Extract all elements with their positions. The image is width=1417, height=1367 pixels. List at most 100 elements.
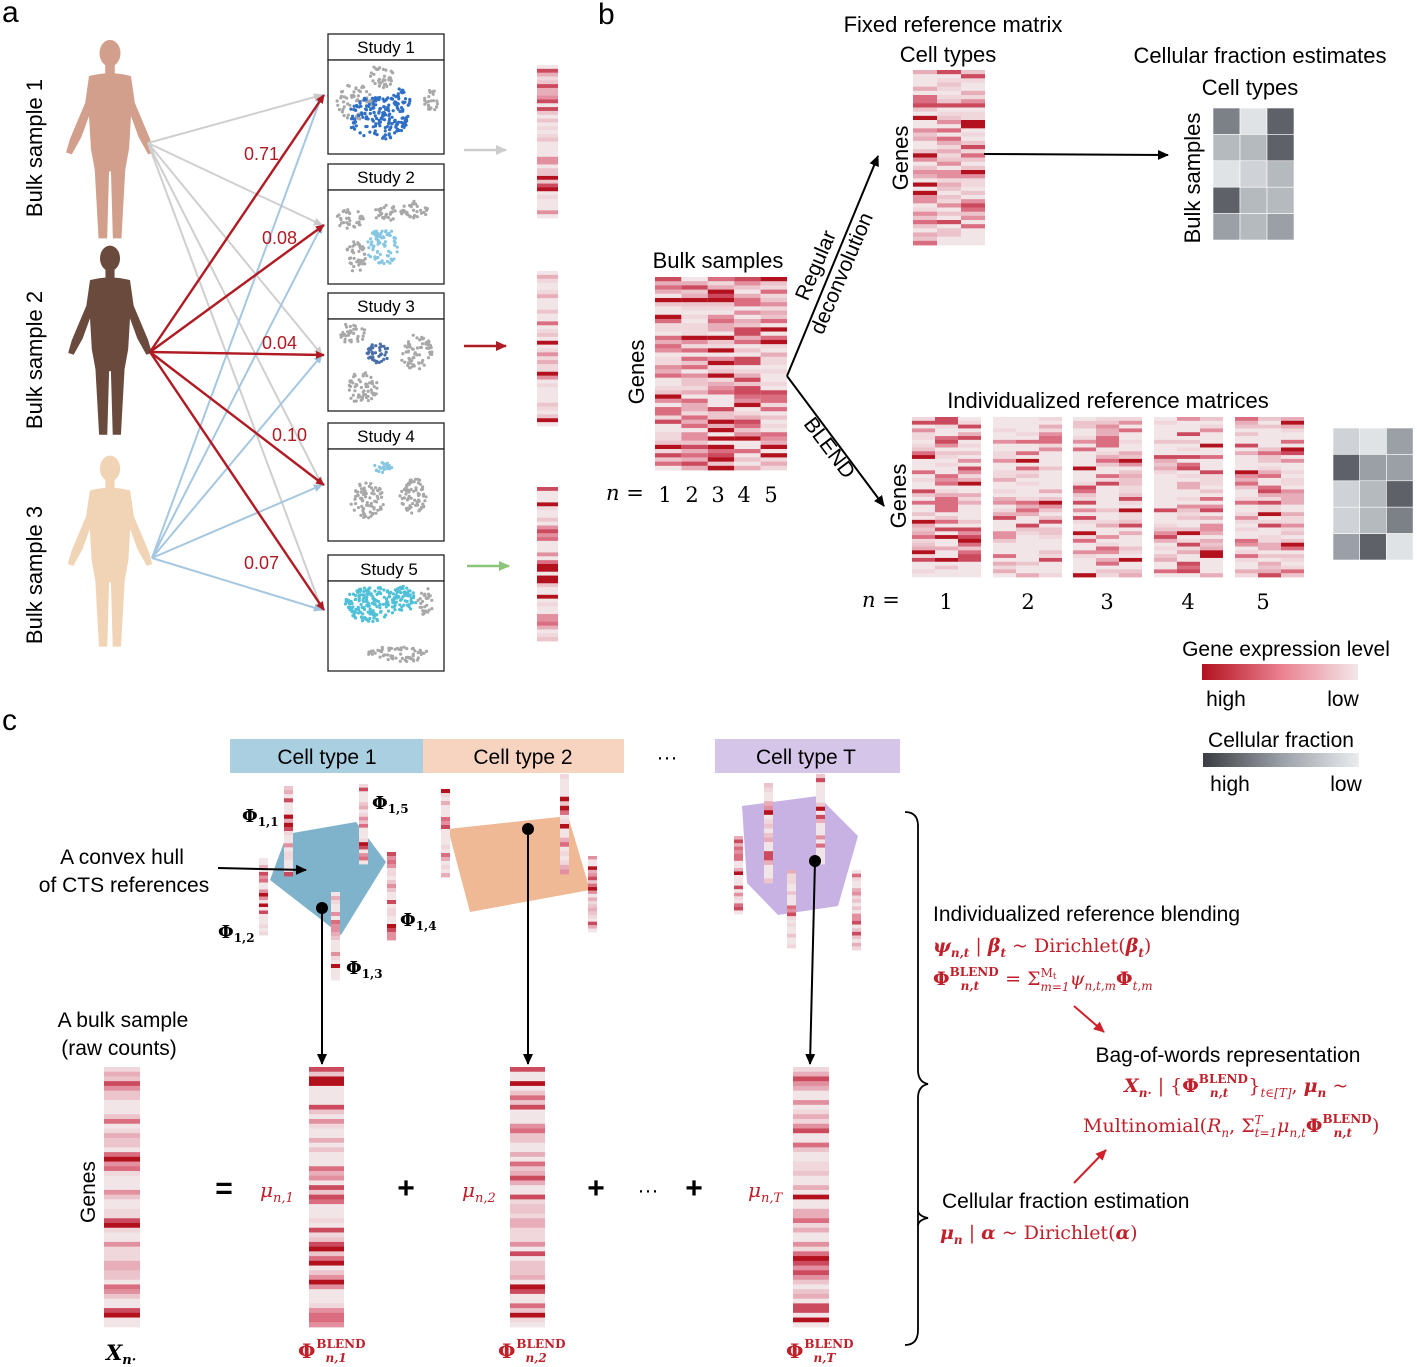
plus-sign-2: + <box>587 1172 605 1205</box>
phi-blend-T-bar-cell <box>793 1208 829 1214</box>
reference-bar-10-cell <box>764 801 773 807</box>
reference-bar-5-cell <box>331 928 340 933</box>
individualized-matrix-2-col-cell <box>993 535 1016 540</box>
person-icon-1 <box>66 39 154 239</box>
study-5-point <box>382 653 387 657</box>
bulk-matrix-col-cell <box>760 461 787 467</box>
individualized-matrix-4-col-cell <box>1177 497 1200 502</box>
phi-blend-T-bar-cell <box>793 1298 829 1304</box>
fixed-matrix-col-cell <box>937 124 961 129</box>
study-5-point <box>393 608 397 612</box>
reference-bar-3-cell <box>259 900 268 904</box>
individualized-matrix-1-col-cell <box>912 565 935 570</box>
fixed-matrix-col-cell <box>961 149 985 154</box>
fixed-matrix-col-cell <box>937 111 961 117</box>
phi-blend-T-bar-cell <box>793 1067 829 1073</box>
reference-bar-11-cell <box>787 930 796 935</box>
study-3-point <box>420 335 424 339</box>
study-3-point <box>352 372 356 376</box>
study-4-point <box>378 466 383 470</box>
header-ellipsis: ··· <box>657 746 678 769</box>
individualized-matrix-1-col-cell <box>912 458 935 464</box>
output-profile-3-cell <box>537 583 558 588</box>
bulk-matrix-col-cell <box>734 377 761 383</box>
study-3-point <box>367 350 371 354</box>
fixed-matrix-col-cell <box>937 99 961 104</box>
individualized-matrix-1-col-cell <box>935 443 958 448</box>
reference-bar-1-cell <box>284 871 293 877</box>
phi-blend-2-bar-cell <box>510 1312 545 1318</box>
phi-blend-1-bar-cell <box>309 1128 344 1134</box>
legend-fraction-high: high <box>1210 773 1250 796</box>
bulk-matrix-col-cell <box>655 297 682 303</box>
individualized-matrix-2-col-cell <box>993 481 1016 486</box>
study-5-point <box>367 590 371 594</box>
individualized-matrix-4-col-cell <box>1177 417 1200 422</box>
individualized-matrix-4-col-cell <box>1200 497 1223 502</box>
reference-bar-7-cell <box>560 860 569 866</box>
fraction-grid-2-cell <box>1332 533 1361 561</box>
output-profile-1-cell <box>537 99 558 104</box>
fixed-matrix-col-cell <box>937 78 961 83</box>
fixed-matrix-col-cell <box>961 215 985 221</box>
bulk-matrix-col-cell <box>734 402 761 408</box>
output-profile-2-cell <box>537 309 558 315</box>
study-1-point <box>372 131 377 135</box>
fixed-matrix-col-cell <box>937 145 961 150</box>
output-profile-1-cell <box>537 137 558 142</box>
fixed-matrix-col-cell <box>937 90 961 96</box>
fixed-matrix-col-cell <box>913 236 937 242</box>
reference-bar-8-cell <box>588 914 597 919</box>
study-2-point <box>383 240 388 244</box>
study-5-point <box>411 654 415 658</box>
output-profile-3-cell <box>537 614 558 619</box>
fraction-grid-1-cell <box>1212 186 1241 214</box>
individualized-matrix-5-col-cell <box>1235 462 1258 467</box>
individualized-matrix-5-col-cell <box>1258 447 1281 452</box>
individualized-genes-label: Genes <box>886 464 911 529</box>
output-profile-2-cell <box>537 294 558 299</box>
bulk-matrix-col-cell <box>655 323 682 328</box>
fixed-matrix-col-cell <box>937 228 961 233</box>
bulk-sample-bar-cell <box>104 1312 140 1318</box>
fixed-reference-title: Fixed reference matrix <box>844 12 1063 37</box>
individualized-matrix-4-col-cell <box>1154 557 1177 563</box>
study-3-point <box>411 333 415 337</box>
study-5-point <box>380 647 384 652</box>
study-5-point <box>386 609 391 613</box>
reference-bar-10-cell <box>764 833 773 838</box>
individualized-matrix-2-col-cell <box>993 439 1016 445</box>
individualized-matrix-4-col-cell <box>1200 489 1223 494</box>
bulk-matrix-col-cell <box>734 289 761 295</box>
study-5-point <box>354 616 358 620</box>
phi-blend-1-bar-cell <box>309 1133 344 1139</box>
study-5-point <box>385 601 389 605</box>
study-4-title: Study 4 <box>357 427 415 446</box>
bulk-matrix-col-cell <box>707 373 735 379</box>
individualized-matrix-3-col-cell <box>1096 497 1119 502</box>
bulk-matrix-col-cell <box>707 381 735 387</box>
study-2-point <box>363 257 367 261</box>
individualized-matrix-2-col-cell <box>1016 569 1039 574</box>
study-2-point <box>347 256 352 261</box>
individualized-matrix-4-col-cell <box>1177 538 1200 544</box>
study-1-point <box>371 119 375 123</box>
individualized-matrix-2-col-cell <box>993 436 1016 441</box>
reference-bar-8-cell <box>588 862 597 867</box>
fixed-matrix-col-cell <box>937 86 961 92</box>
individualized-matrix-1-col-cell <box>958 489 981 494</box>
study-5-point <box>375 613 379 617</box>
fixed-genes-label: Genes <box>888 126 913 191</box>
individualized-matrix-4-col-cell <box>1154 436 1177 441</box>
bulk-matrix-col-cell <box>734 360 761 366</box>
individualized-matrix-3-col-cell <box>1096 485 1119 490</box>
individualized-matrix-5-col-cell <box>1235 485 1258 490</box>
study-5-point <box>401 586 405 591</box>
individualized-matrix-5-col-cell <box>1258 481 1281 486</box>
study-1-point <box>381 67 385 71</box>
study-2-point <box>345 226 349 230</box>
fixed-matrix-col-cell <box>961 95 985 100</box>
study-5-point <box>411 596 416 600</box>
individualized-matrix-3-col-cell <box>1096 500 1119 506</box>
study-3-point <box>374 344 378 348</box>
